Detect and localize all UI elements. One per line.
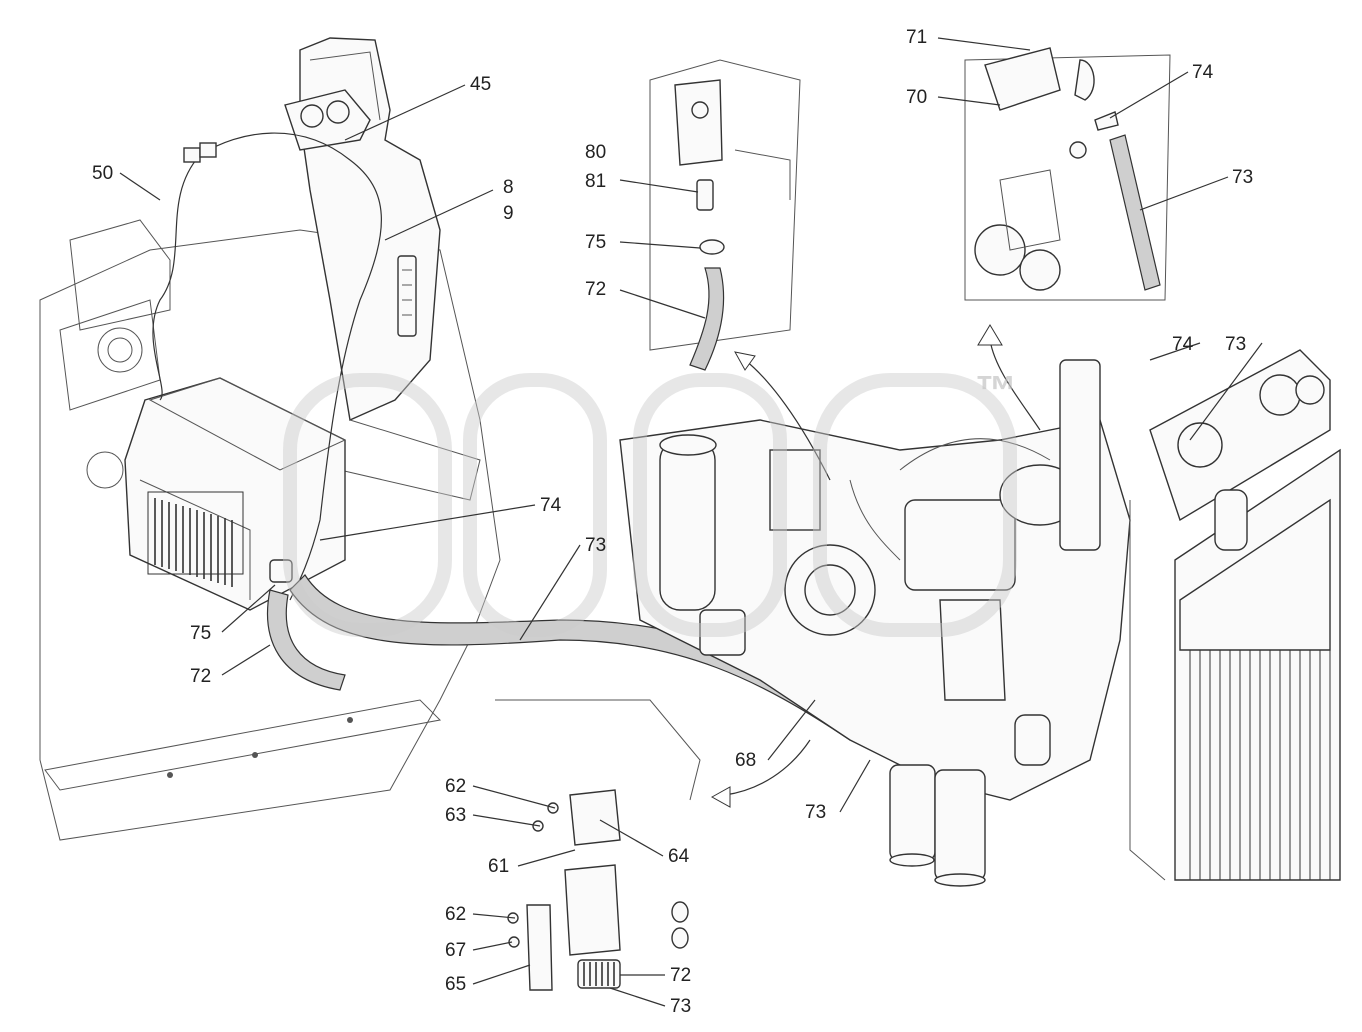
callout-75-inset: 75 bbox=[585, 232, 606, 253]
callout-71: 71 bbox=[906, 27, 927, 48]
bracket-assembly-bottom bbox=[495, 699, 701, 991]
callout-45: 45 bbox=[470, 74, 491, 95]
callout-65: 65 bbox=[445, 974, 466, 995]
callout-73-lower: 73 bbox=[805, 802, 826, 823]
heater-unit bbox=[124, 377, 347, 611]
callout-72: 72 bbox=[190, 666, 211, 687]
callout-75: 75 bbox=[190, 623, 211, 644]
inset-detail-top-middle bbox=[649, 59, 801, 371]
inset-detail-top-right bbox=[964, 47, 1171, 301]
callout-74-radiator: 74 bbox=[1172, 334, 1194, 355]
callout-81: 81 bbox=[585, 171, 606, 192]
engine-assembly bbox=[619, 359, 1131, 887]
callout-67: 67 bbox=[445, 940, 466, 961]
leader-lines bbox=[119, 37, 1263, 1007]
heater-grille bbox=[154, 498, 233, 587]
radiator-assembly bbox=[1129, 349, 1341, 881]
callout-72-inset: 72 bbox=[585, 279, 606, 300]
callout-80: 80 bbox=[585, 142, 606, 163]
callout-50: 50 bbox=[92, 163, 113, 184]
callout-61: 61 bbox=[488, 856, 509, 877]
callout-72-bracket: 72 bbox=[670, 965, 691, 986]
cab-body-outline bbox=[39, 219, 501, 841]
callout-73-radiator: 73 bbox=[1225, 334, 1246, 355]
callout-73-inset: 73 bbox=[1232, 167, 1253, 188]
callout-8: 8 bbox=[503, 177, 514, 198]
callout-70: 70 bbox=[906, 87, 927, 108]
watermark: ™ bbox=[283, 367, 1017, 637]
callout-74: 74 bbox=[540, 495, 562, 516]
callout-62-lower: 62 bbox=[445, 904, 466, 925]
switch-panel-45 bbox=[284, 89, 371, 151]
callout-64: 64 bbox=[668, 846, 690, 867]
flow-arrows bbox=[710, 324, 1041, 808]
callout-73: 73 bbox=[585, 535, 606, 556]
callout-68: 68 bbox=[735, 750, 756, 771]
watermark-tm: ™ bbox=[975, 367, 1017, 414]
callout-74-inset: 74 bbox=[1192, 62, 1214, 83]
callout-63: 63 bbox=[445, 805, 466, 826]
callout-62: 62 bbox=[445, 776, 466, 797]
wire-harness bbox=[152, 132, 382, 601]
callout-labels: 45 50 8 9 74 73 75 72 80 81 75 72 71 70 … bbox=[92, 27, 1253, 1017]
callout-9: 9 bbox=[503, 203, 514, 224]
callout-73-bracket: 73 bbox=[670, 996, 691, 1017]
